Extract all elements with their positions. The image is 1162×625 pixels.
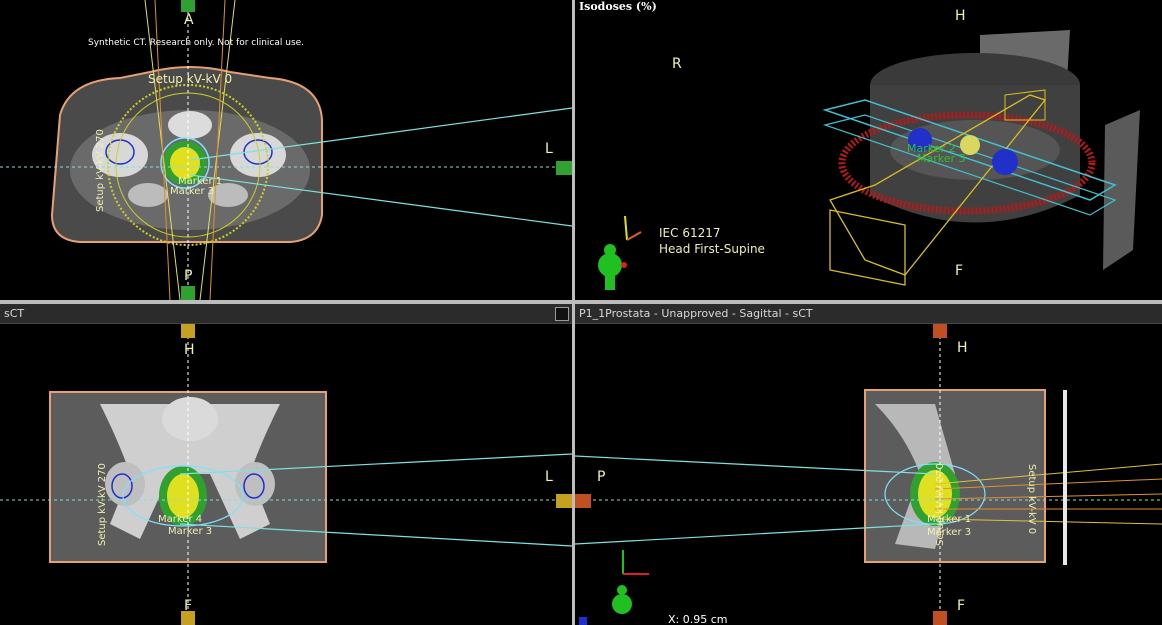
marker-label-3: Marker 3 <box>170 186 215 197</box>
cursor-coordinate: X: 0.95 cm <box>668 613 728 625</box>
orientation-label-left: P <box>597 469 606 485</box>
axial-view[interactable]: Synthetic CT. Research only. Not for cli… <box>0 0 572 300</box>
orientation-label-bottom: F <box>184 598 193 614</box>
orientation-label-top: H <box>957 340 968 356</box>
setup-field-label-0: Setup kV-kV 0 <box>148 72 233 86</box>
maximize-button[interactable] <box>555 307 569 321</box>
orientation-label-right: L <box>545 141 553 157</box>
marker-label-3: Marker 3 <box>927 527 972 538</box>
marker-label-1: Marker 1 <box>927 514 972 525</box>
sagittal-image <box>575 324 1162 625</box>
horizontal-splitter[interactable] <box>0 300 1162 304</box>
orientation-label-top: H <box>184 342 195 358</box>
marker-label-4: Marker 4 <box>158 514 203 525</box>
marker-label-2: Marker 2 <box>907 142 956 155</box>
orientation-standard: IEC 61217 <box>659 226 721 240</box>
sagittal-title-bar: P1_1Prostata - Unapproved - Sagittal - s… <box>575 304 1162 324</box>
orientation-label-bottom: P <box>184 268 193 284</box>
orientation-label-top: H <box>955 8 966 24</box>
sagittal-view[interactable]: H P F Setup kV-kV 0 Setup kV-kV 270 Mark… <box>575 324 1162 625</box>
orientation-label-top: A <box>184 12 194 28</box>
setup-field-label-0: Setup kV-kV 0 <box>1026 464 1037 535</box>
marker-label-1: Marker 1 <box>178 176 223 187</box>
sagittal-title: P1_1Prostata - Unapproved - Sagittal - s… <box>579 307 813 320</box>
orientation-label-bottom: F <box>955 263 964 279</box>
coronal-view[interactable]: H L F Setup kV-kV 270 Marker 4 Marker 3 <box>0 324 572 625</box>
coronal-title: sCT <box>4 307 25 320</box>
vertical-splitter[interactable] <box>572 0 575 625</box>
orientation-label-right: L <box>545 469 553 485</box>
3d-render <box>598 30 1140 290</box>
coronal-title-bar: sCT <box>0 304 572 324</box>
view-3d[interactable]: Isodoses (%) H R F IEC 61217 Head First-… <box>575 0 1162 300</box>
patient-position: Head First-Supine <box>659 242 765 256</box>
coronal-image <box>0 324 572 625</box>
marker-label-3: Marker 3 <box>168 526 213 537</box>
marker-label-3: Marker 3 <box>917 152 966 165</box>
orientation-label-bottom: F <box>957 598 966 614</box>
axial-image <box>0 0 572 300</box>
orientation-label-left: R <box>672 56 682 72</box>
setup-field-label-270: Setup kV-kV 270 <box>95 129 106 212</box>
setup-field-label-270: Setup kV-kV 270 <box>97 463 108 546</box>
watermark-text: Synthetic CT. Research only. Not for cli… <box>88 38 305 48</box>
isodose-title: Isodoses (%) <box>579 0 657 13</box>
